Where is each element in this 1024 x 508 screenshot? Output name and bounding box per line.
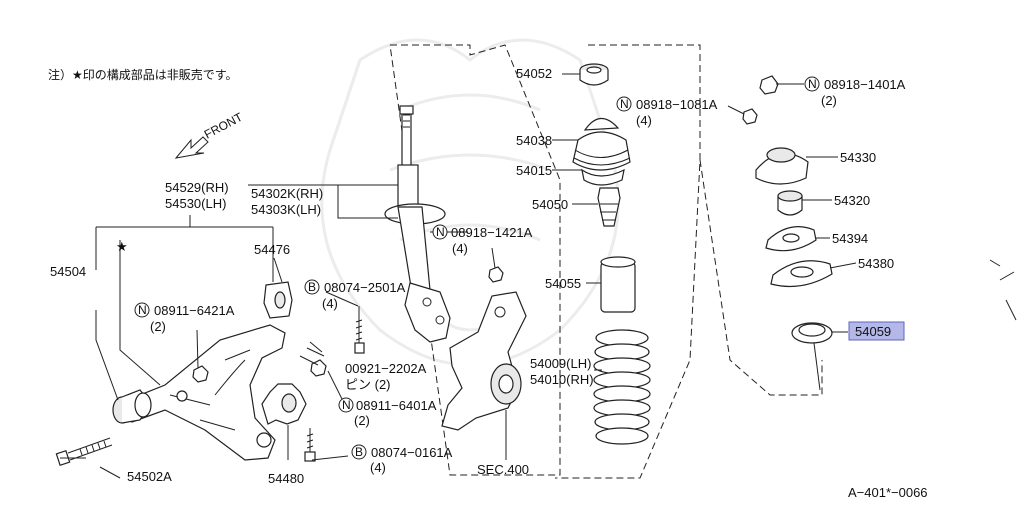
spring-54009 bbox=[593, 329, 651, 445]
mount-group-box bbox=[699, 159, 823, 396]
leader-lines bbox=[60, 73, 857, 479]
nut-08911-6401a bbox=[310, 359, 327, 377]
label-54476: 54476 bbox=[254, 242, 290, 257]
label-54529: 54529(RH) bbox=[165, 180, 229, 195]
qty-08918-1401a: (2) bbox=[821, 93, 837, 108]
strut-group-box bbox=[389, 44, 561, 476]
nut-08918-1401a bbox=[759, 75, 779, 95]
bushing-54504 bbox=[112, 389, 152, 424]
nut-symbol-icon-3 bbox=[432, 224, 448, 240]
label-00921-2202a: 00921−2202A bbox=[345, 361, 427, 376]
qty-08911-6421a: (2) bbox=[150, 319, 166, 334]
seal-54059 bbox=[791, 322, 833, 344]
bolt-symbol-icon-2 bbox=[351, 444, 367, 460]
nut-symbol-n-5: N bbox=[808, 77, 817, 91]
qty-08074-0161a: (4) bbox=[370, 460, 386, 475]
label-54010-rh: 54010(RH) bbox=[530, 372, 594, 387]
label-54009-lh: 54009(LH) bbox=[530, 356, 591, 371]
spacer-54055 bbox=[600, 256, 636, 313]
label-54330: 54330 bbox=[840, 150, 876, 165]
bolt-symbol-b: B bbox=[308, 280, 316, 294]
label-54394: 54394 bbox=[832, 231, 868, 246]
nut-symbol-n-3: N bbox=[436, 225, 445, 239]
label-54320: 54320 bbox=[834, 193, 870, 208]
nut-08918-1081a bbox=[742, 108, 758, 125]
bushing-54476 bbox=[263, 281, 293, 319]
qty-08918-1081a: (4) bbox=[636, 113, 652, 128]
nut-symbol-n: N bbox=[138, 303, 147, 317]
label-54038: 54038 bbox=[516, 133, 552, 148]
plate-54394 bbox=[765, 226, 817, 252]
label-54015: 54015 bbox=[516, 163, 552, 178]
watermark-emblem bbox=[320, 38, 620, 367]
bolt-08074-2501a bbox=[354, 306, 365, 354]
bearing-54320 bbox=[777, 190, 803, 216]
label-08918-1421a: 08918−1421A bbox=[451, 225, 533, 240]
knuckle bbox=[441, 291, 527, 431]
cap-54052 bbox=[579, 63, 609, 86]
label-54302k: 54302K(RH) bbox=[251, 186, 323, 201]
nut-symbol-icon-2 bbox=[338, 397, 354, 413]
strut-54302k bbox=[384, 105, 451, 343]
bolt-54502a bbox=[55, 437, 113, 467]
bumper-54050 bbox=[597, 187, 621, 227]
nut-08918-1421a bbox=[488, 266, 504, 283]
qty-08074-2501a: (4) bbox=[322, 296, 338, 311]
diagram-code: A−401*−0066 bbox=[848, 485, 928, 500]
label-08911-6421a: 08911−6421A bbox=[154, 303, 235, 318]
front-arrow: FRONT bbox=[174, 110, 246, 159]
front-label: FRONT bbox=[202, 110, 246, 142]
boot-54038 bbox=[572, 117, 631, 186]
spring-group-box bbox=[555, 44, 701, 479]
qty-08911-6401a: (2) bbox=[354, 413, 370, 428]
label-08918-1401a: 08918−1401A bbox=[824, 77, 906, 92]
nut-symbol-icon-4 bbox=[616, 96, 632, 112]
edge-marks bbox=[989, 259, 1017, 321]
label-54303k: 54303K(LH) bbox=[251, 202, 321, 217]
label-54530: 54530(LH) bbox=[165, 196, 226, 211]
star-marker: ★ bbox=[116, 239, 128, 254]
label-08911-6401a: 08911−6401A bbox=[356, 398, 437, 413]
clamp-54480 bbox=[261, 383, 307, 425]
label-54059: 54059 bbox=[855, 324, 891, 339]
label-54055: 54055 bbox=[545, 276, 581, 291]
label-pin: ピン (2) bbox=[345, 377, 391, 392]
lower-arm-54529 bbox=[113, 324, 286, 461]
label-sec400: SEC.400 bbox=[477, 462, 529, 477]
nut-symbol-icon-5 bbox=[804, 76, 820, 92]
bolt-symbol-b-2: B bbox=[355, 445, 363, 459]
nut-08911-6421a bbox=[192, 365, 209, 383]
nut-symbol-icon bbox=[134, 302, 150, 318]
pin-00921-2202a bbox=[306, 341, 325, 357]
label-54480: 54480 bbox=[268, 471, 304, 486]
seat-54380 bbox=[770, 260, 833, 288]
label-08918-1081a: 08918−1081A bbox=[636, 97, 718, 112]
part-labels: 54052 54038 54015 54050 54055 54009(LH) … bbox=[50, 66, 928, 500]
label-08074-2501a: 08074−2501A bbox=[324, 280, 406, 295]
nut-symbol-n-2: N bbox=[342, 398, 351, 412]
nut-symbol-n-4: N bbox=[620, 97, 629, 111]
label-54052: 54052 bbox=[516, 66, 552, 81]
highlight-54059 bbox=[848, 321, 905, 341]
label-08074-0161a: 08074−0161A bbox=[371, 445, 453, 460]
bolt-symbol-icon bbox=[304, 279, 320, 295]
label-54502a: 54502A bbox=[127, 469, 172, 484]
mount-54330 bbox=[755, 147, 809, 185]
qty-08918-1421a: (4) bbox=[452, 241, 468, 256]
label-54380: 54380 bbox=[858, 256, 894, 271]
label-54050: 54050 bbox=[532, 197, 568, 212]
note-text: 注）★印の構成部品は非販売です。 bbox=[48, 67, 238, 82]
bolt-08074-0161a bbox=[304, 428, 316, 462]
label-54504: 54504 bbox=[50, 264, 86, 279]
